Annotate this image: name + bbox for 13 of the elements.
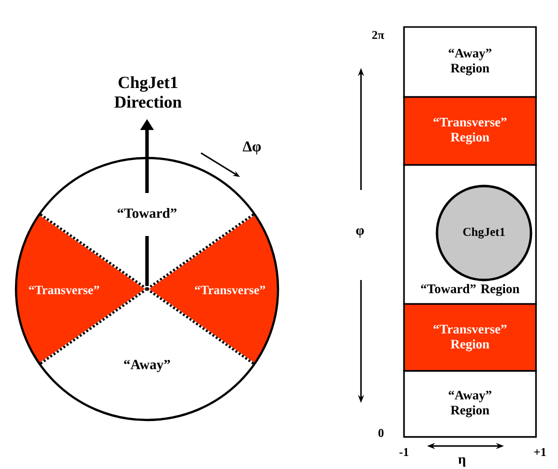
axis-label: -1 — [399, 448, 408, 456]
region-band: “Away” Region — [403, 26, 537, 98]
axis-label: η — [458, 457, 466, 467]
region-band: “Transverse” Region — [403, 303, 537, 372]
circle — [14, 156, 280, 422]
axis-label: Δφ — [242, 141, 261, 155]
heading: ChgJet1 Direction — [114, 76, 182, 108]
axis-label: +1 — [534, 448, 546, 456]
region-band: “Away” Region — [403, 370, 537, 438]
axis-label: 2π — [372, 30, 384, 40]
axis-label: φ — [356, 228, 364, 238]
region-band: “Transverse” Region — [403, 96, 537, 166]
axis-label: 0 — [378, 428, 384, 438]
